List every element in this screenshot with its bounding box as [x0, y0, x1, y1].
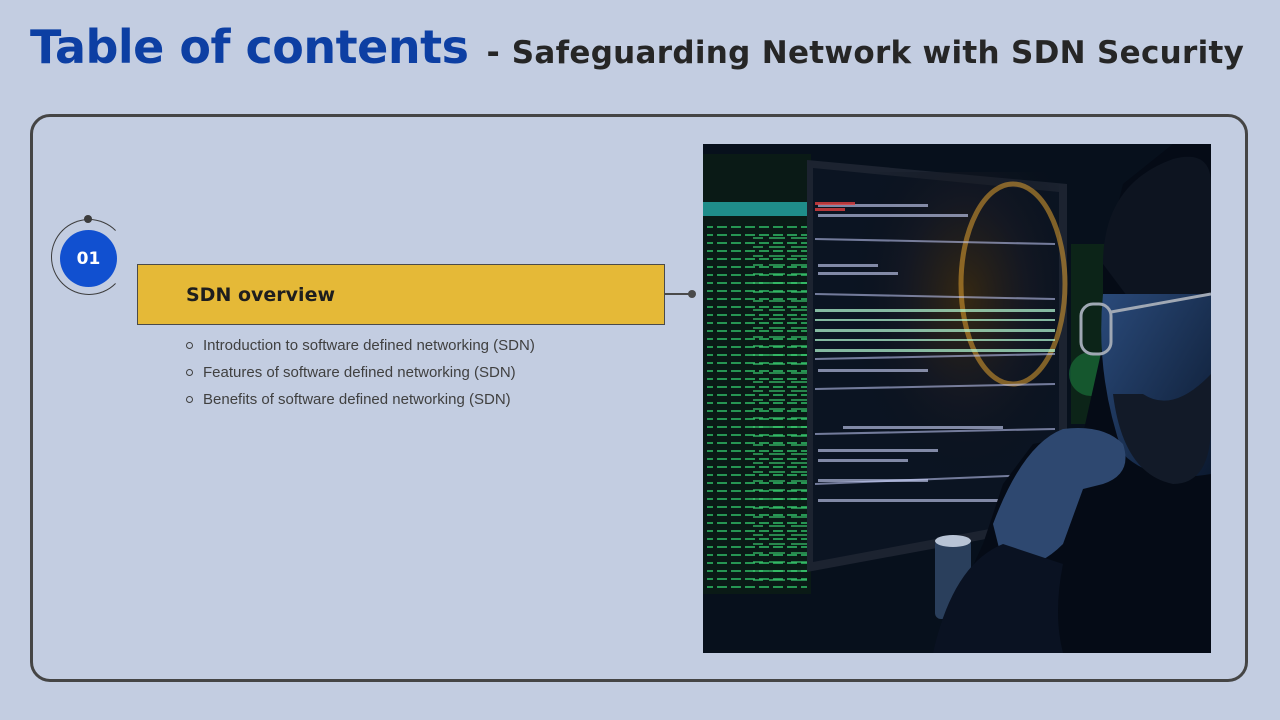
list-item-text: Benefits of software defined networking …: [203, 391, 511, 408]
list-item: Features of software defined networking …: [186, 359, 535, 386]
hacker-at-monitor-photo: [703, 144, 1211, 653]
section-header-bar: SDN overview: [137, 264, 665, 325]
section-number-badge: 01: [60, 230, 117, 287]
page-title: Table of contents: [30, 20, 469, 74]
connector-line: [665, 293, 691, 295]
section-item-list: Introduction to software defined network…: [186, 332, 535, 413]
list-item: Introduction to software defined network…: [186, 332, 535, 359]
list-item-text: Features of software defined networking …: [203, 364, 516, 381]
connector-dot: [688, 290, 696, 298]
arc-dot-decoration: [84, 215, 92, 223]
section-title: SDN overview: [186, 283, 336, 306]
content-frame: [30, 114, 1248, 682]
bullet-circle-icon: [186, 342, 193, 349]
list-item-text: Introduction to software defined network…: [203, 337, 535, 354]
slide-header: Table of contents - Safeguarding Network…: [30, 20, 1260, 84]
page-subtitle: Safeguarding Network with SDN Security: [511, 35, 1245, 71]
list-item: Benefits of software defined networking …: [186, 386, 535, 413]
bullet-circle-icon: [186, 369, 193, 376]
bullet-circle-icon: [186, 396, 193, 403]
title-separator: -: [486, 33, 500, 71]
